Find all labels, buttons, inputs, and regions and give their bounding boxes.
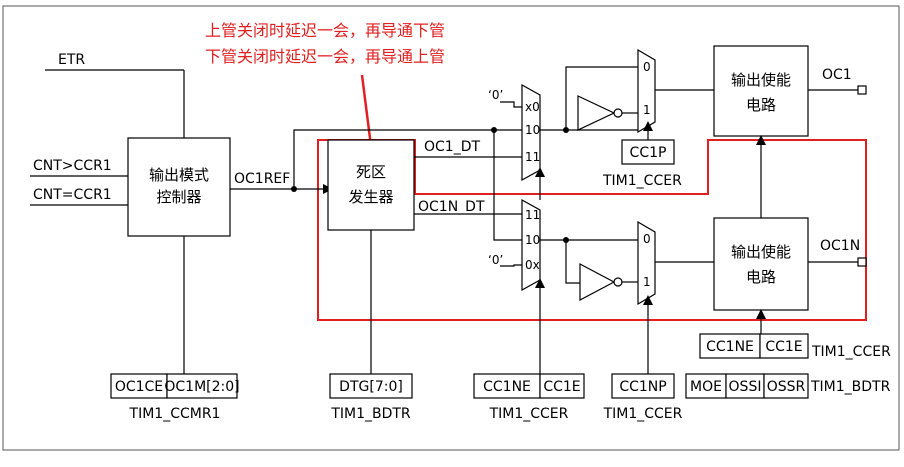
svg-text:CC1E: CC1E bbox=[765, 339, 802, 355]
svg-text:电路: 电路 bbox=[746, 96, 776, 114]
svg-text:CC1P: CC1P bbox=[630, 145, 667, 161]
top-polarity-selector bbox=[637, 48, 656, 134]
svg-text:MOE: MOE bbox=[690, 379, 722, 395]
svg-text:x0: x0 bbox=[525, 100, 540, 114]
oc1-pin bbox=[857, 85, 867, 95]
svg-text:1: 1 bbox=[643, 103, 651, 117]
ccer-a-label: TIM1_CCER bbox=[489, 406, 569, 422]
output-enable-bottom bbox=[713, 217, 809, 311]
ossr-register bbox=[763, 373, 809, 399]
output-enable-top bbox=[713, 45, 809, 137]
svg-text:OC1M[2:0]: OC1M[2:0] bbox=[164, 379, 239, 395]
svg-text:10: 10 bbox=[525, 123, 540, 137]
bdtr2-label: TIM1_BDTR bbox=[810, 379, 891, 395]
bdtr1-label: TIM1_BDTR bbox=[330, 406, 411, 422]
oc1-label: OC1 bbox=[822, 67, 852, 83]
etr-label: ETR bbox=[58, 52, 85, 68]
svg-text:输出使能: 输出使能 bbox=[731, 71, 791, 89]
highlight-region bbox=[317, 139, 867, 321]
oc1-dt-label: OC1_DT bbox=[424, 139, 480, 155]
annotation-line-2: 下管关闭时延迟一会，再导通上管 bbox=[205, 47, 445, 66]
cc1np-register bbox=[611, 373, 675, 399]
mode-ctrl-text-1: 输出模式 bbox=[149, 166, 209, 184]
svg-text:OC1CE: OC1CE bbox=[115, 379, 163, 395]
bottom-polarity-selector bbox=[637, 220, 656, 306]
oc1ref-label: OC1REF bbox=[234, 171, 290, 187]
top-inverter bbox=[577, 95, 616, 131]
cc1ne-register-a bbox=[473, 373, 541, 399]
svg-text:CC1E: CC1E bbox=[543, 379, 580, 395]
oc1n-pin bbox=[857, 257, 867, 267]
svg-text:0: 0 bbox=[643, 60, 651, 74]
cc1p-register bbox=[621, 139, 675, 165]
annotation-line-1: 上管关闭时延迟一会，再导通下管 bbox=[205, 21, 445, 40]
svg-text:0: 0 bbox=[643, 232, 651, 246]
svg-text:11: 11 bbox=[525, 150, 540, 164]
ccer-d-label: TIM1_CCER bbox=[811, 344, 891, 360]
ccmr1-label: TIM1_CCMR1 bbox=[129, 406, 221, 422]
svg-text:10: 10 bbox=[525, 233, 540, 247]
output-mode-controller bbox=[127, 137, 231, 237]
deadtime-text-2: 发生器 bbox=[348, 188, 393, 206]
svg-text:DTG[7:0]: DTG[7:0] bbox=[339, 379, 403, 395]
ccer-b-label: TIM1_CCER bbox=[603, 406, 683, 422]
dead-time-generator bbox=[327, 139, 415, 231]
svg-text:11: 11 bbox=[525, 208, 540, 222]
deadtime-text-1: 死区 bbox=[356, 163, 386, 181]
oc1ce-register bbox=[110, 373, 168, 399]
oc1n-dt-label: OC1N_DT bbox=[418, 199, 485, 215]
svg-text:电路: 电路 bbox=[746, 268, 776, 286]
zero-top-label: ‘0’ bbox=[488, 88, 503, 102]
svg-text:CC1NE: CC1NE bbox=[483, 379, 531, 395]
cc1e-register-b bbox=[759, 333, 809, 359]
ccer-c-label: TIM1_CCER bbox=[602, 173, 682, 189]
moe-register bbox=[685, 373, 727, 399]
svg-text:0x: 0x bbox=[525, 258, 540, 272]
dtg-register bbox=[329, 373, 413, 399]
mode-ctrl-text-2: 控制器 bbox=[156, 188, 201, 206]
outer-frame bbox=[2, 5, 900, 451]
svg-text:输出使能: 输出使能 bbox=[731, 243, 791, 261]
bottom-inverter bbox=[579, 263, 616, 301]
svg-text:CC1NE: CC1NE bbox=[706, 339, 754, 355]
svg-text:OSSR: OSSR bbox=[767, 379, 806, 395]
svg-text:OSSI: OSSI bbox=[729, 379, 762, 395]
cc1ne-register-b bbox=[699, 333, 761, 359]
svg-text:CC1NP: CC1NP bbox=[619, 379, 666, 395]
cnt-eq-label: CNT=CCR1 bbox=[33, 187, 112, 203]
zero-bottom-label: ‘0’ bbox=[488, 253, 503, 267]
cc1e-register-a bbox=[539, 373, 585, 399]
oc1n-label: OC1N bbox=[820, 238, 860, 254]
oc1m-register bbox=[166, 373, 238, 399]
cnt-gt-label: CNT>CCR1 bbox=[33, 158, 112, 174]
svg-text:1: 1 bbox=[643, 275, 651, 289]
